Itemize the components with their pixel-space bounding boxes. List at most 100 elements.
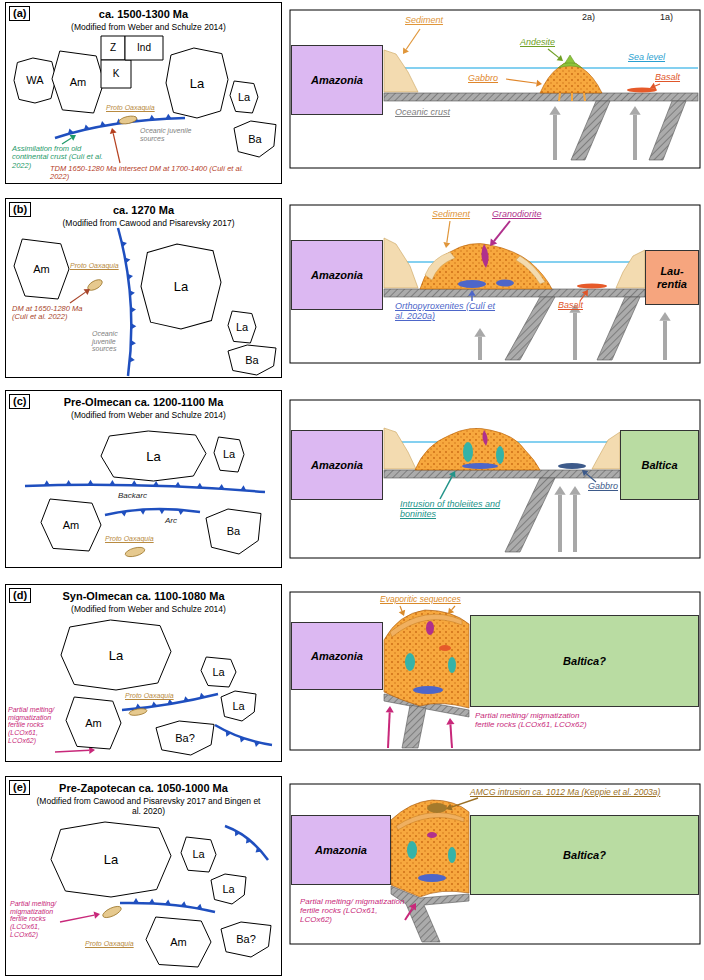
panel-source: (Modified from Weber and Schulze 2014): [36, 604, 261, 614]
section-a: [384, 50, 698, 160]
artwork-shape: [558, 463, 586, 469]
arrow-head: [569, 486, 580, 495]
continent-outline: Ba: [228, 345, 276, 375]
subduction-tooth: [218, 484, 224, 489]
continent-border: [101, 60, 131, 88]
artwork-shape: [384, 470, 620, 478]
annotation-label: Orthopyroxenites (Culí et al. 2020a): [395, 302, 505, 322]
annotation-label: Oceanic juvenile sources: [92, 330, 128, 353]
continent-name: La: [146, 450, 160, 463]
continent-name: La: [192, 849, 204, 860]
section-frames: [290, 10, 700, 944]
continent-outline: La: [211, 874, 246, 904]
continent-outline: Am: [146, 917, 211, 967]
artwork-shape: [418, 874, 446, 882]
subduction-tooth: [167, 699, 173, 704]
artwork-shape: [407, 841, 417, 859]
continent-name: La: [238, 92, 250, 103]
artwork-shape: [290, 592, 700, 750]
artwork-shape: [448, 847, 456, 863]
annotation-label: AMCG intrusion ca. 1012 Ma (Keppie et al…: [470, 788, 660, 797]
panel-title: ca. 1500-1300 Ma: [36, 8, 251, 21]
continent-border: [125, 36, 163, 60]
continent-border: [234, 121, 276, 157]
artwork-shape: [481, 244, 488, 268]
section-d: [384, 610, 469, 748]
continent-block: Amazonia: [291, 622, 383, 690]
subduction-tooth: [165, 899, 171, 904]
continent-border: [101, 431, 206, 481]
subduction-tooth: [235, 830, 240, 836]
subduction-tooth: [135, 703, 141, 708]
continent-border: [156, 721, 214, 755]
subduction-tooth: [254, 741, 260, 747]
continent-border: [211, 874, 246, 904]
subduction-tooth: [149, 898, 155, 903]
continent-outline: Am: [52, 51, 104, 113]
artwork-shape: [462, 463, 498, 469]
continent-outline: La: [181, 837, 216, 872]
continent-name: La: [190, 77, 204, 90]
annotation-label: 1a): [660, 13, 673, 23]
subduction-tooth: [131, 340, 136, 346]
continent-outline: Ba: [206, 509, 261, 554]
continent-name: Ind: [137, 43, 151, 53]
arrow-head: [554, 486, 565, 495]
artwork-shape: [384, 93, 698, 101]
subduction-tooth: [140, 509, 146, 514]
continent-name: WA: [26, 75, 43, 86]
annotation-label: Proto Oaxaquia: [105, 535, 154, 543]
continent-name: Am: [170, 937, 187, 948]
subduction-tooth: [256, 847, 262, 853]
leader-line: [553, 115, 557, 160]
annotation-label: TDM 1650-1280 Ma intersect DM at 1700-14…: [50, 165, 255, 182]
arrow-head: [446, 718, 454, 725]
artwork-shape: [496, 280, 514, 287]
continent-border: [52, 51, 104, 113]
subduction-tooth: [84, 124, 90, 130]
subduction-tooth: [133, 898, 139, 903]
artwork-shape: [616, 250, 645, 288]
continent-border: [206, 509, 261, 554]
subduction-tooth: [130, 357, 135, 363]
leader-line: [655, 84, 660, 86]
arrow-head: [403, 48, 409, 54]
annotation-label: Oceanic crust: [395, 108, 450, 118]
continent-name: Ba: [248, 134, 261, 145]
leader-line: [586, 474, 596, 482]
leader-line: [580, 294, 585, 301]
annotation-label: Backarc: [118, 492, 147, 501]
artwork-shape: [427, 832, 437, 838]
annotation-label: Gabbro: [588, 482, 618, 492]
arrow-head: [94, 912, 100, 919]
artwork-shape: [390, 614, 462, 637]
arrow-head: [474, 328, 485, 337]
continent-border: [14, 239, 69, 299]
continent-block: Baltica?: [470, 815, 699, 895]
arrow-head: [582, 470, 588, 476]
panel-title: Syn-Olmecan ca. 1100-1080 Ma: [36, 590, 251, 603]
continent-border: [41, 499, 101, 551]
continent-border: [221, 691, 256, 721]
arrow-head: [650, 83, 656, 89]
artwork-shape: [384, 238, 418, 288]
artwork-shape: [118, 115, 137, 126]
subduction-tooth: [68, 128, 74, 134]
continent-name: La: [174, 280, 188, 293]
figure-panel: (e)Pre-Zapotecan ca. 1050-1000 Ma(Modifi…: [5, 776, 282, 976]
continent-border: [228, 345, 276, 375]
artwork-shape: [597, 297, 640, 360]
leader-line: [573, 313, 577, 360]
subduction-tooth: [199, 693, 205, 699]
leader-line: [62, 138, 71, 144]
leader-line: [573, 495, 577, 552]
continent-border: [141, 244, 221, 329]
continent-block: Baltica?: [470, 615, 699, 707]
leader-line: [558, 495, 562, 552]
annotation-label: Proto Oaxaquia: [85, 940, 134, 948]
arrow-head: [536, 80, 542, 87]
artwork-shape: [290, 784, 700, 944]
artwork-shape: [458, 280, 486, 288]
section-b: [384, 238, 645, 360]
subduction-tooth: [151, 701, 157, 706]
